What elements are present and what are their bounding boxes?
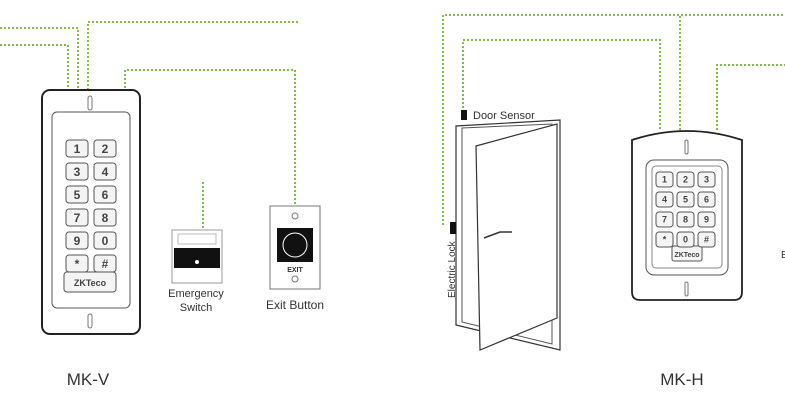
brand-logo: ZKTeco <box>674 252 699 259</box>
keypad-key-label: 1 <box>662 175 667 185</box>
keypad-key-label: 5 <box>683 195 688 205</box>
keypad-key <box>93 208 117 227</box>
door-sensor-icon <box>461 110 467 120</box>
keypad-key-label: * <box>75 257 80 271</box>
keypad-key <box>65 185 89 204</box>
keypad-key <box>676 191 695 208</box>
keypad-key-label: 3 <box>74 165 81 179</box>
exit-button-label: Exit Button <box>266 298 324 312</box>
wire <box>462 39 661 130</box>
electric-lock-label: Electric Lock <box>447 240 458 298</box>
keypad-key <box>65 162 89 181</box>
keypad-key-label: 3 <box>704 175 709 185</box>
keypad-key-label: # <box>704 235 709 245</box>
keypad-key-label: 6 <box>704 195 709 205</box>
keypad-key <box>655 211 674 228</box>
keypad-key-label: 1 <box>74 142 81 156</box>
exit-button-device <box>269 205 321 290</box>
emergency-switch-label: Emergency <box>168 288 224 300</box>
keypad-key-label: 5 <box>74 188 81 202</box>
keypad-key <box>676 171 695 188</box>
wire <box>0 27 79 90</box>
exit-text: EXIT <box>287 267 303 274</box>
keypad-key-label: 6 <box>102 188 109 202</box>
keypad-key <box>655 231 674 248</box>
door-sensor-label: Door Sensor <box>473 110 535 122</box>
keypad-key <box>93 254 117 273</box>
mk-h-keypad: 1 2 3 4 5 6 7 8 9 * 0 # <box>655 171 716 248</box>
keypad-key <box>93 139 117 158</box>
keypad-key <box>65 254 89 273</box>
keypad-key-label: 4 <box>662 195 667 205</box>
keypad-key-label: 0 <box>683 235 688 245</box>
keypad-key-label: # <box>102 257 109 271</box>
keypad-key <box>697 211 716 228</box>
keypad-key <box>93 162 117 181</box>
mk-v-device <box>41 89 141 335</box>
door <box>450 110 561 351</box>
mk-h-label: MK-H <box>660 370 703 389</box>
wire <box>442 14 785 225</box>
keypad-key <box>65 231 89 250</box>
keypad-key <box>65 208 89 227</box>
wire <box>124 69 296 205</box>
keypad-key <box>697 171 716 188</box>
keypad-key <box>697 191 716 208</box>
keypad-key-label: 7 <box>662 215 667 225</box>
keypad-key <box>655 191 674 208</box>
keypad-key <box>697 231 716 248</box>
wire <box>87 21 300 90</box>
keypad-key <box>676 231 695 248</box>
wire <box>716 64 785 130</box>
keypad-key-label: 4 <box>102 165 109 179</box>
keypad-key-label: * <box>663 235 667 245</box>
mk-v-keypad: 1 2 3 4 5 6 7 8 9 0 * # <box>65 139 117 273</box>
emergency-switch <box>171 229 223 284</box>
emergency-switch-label-2: Switch <box>180 302 212 314</box>
keypad-key <box>676 211 695 228</box>
keypad-key <box>93 185 117 204</box>
keypad-key-label: 2 <box>102 142 109 156</box>
keypad-key-label: 2 <box>683 175 688 185</box>
keypad-key-label: 7 <box>74 211 81 225</box>
keypad-key-label: 8 <box>102 211 109 225</box>
keypad-key-label: 8 <box>683 215 688 225</box>
keypad-key-label: 9 <box>74 234 81 248</box>
keypad-key <box>93 231 117 250</box>
keypad-key <box>655 171 674 188</box>
keypad-key-label: 0 <box>102 234 109 248</box>
keypad-key-label: 9 <box>704 215 709 225</box>
keypad-key <box>65 139 89 158</box>
mk-v-label: MK-V <box>67 370 110 389</box>
cut-label: E <box>781 250 785 261</box>
wire <box>0 44 69 90</box>
brand-logo: ZKTeco <box>74 278 107 288</box>
electric-lock-icon <box>450 222 456 234</box>
